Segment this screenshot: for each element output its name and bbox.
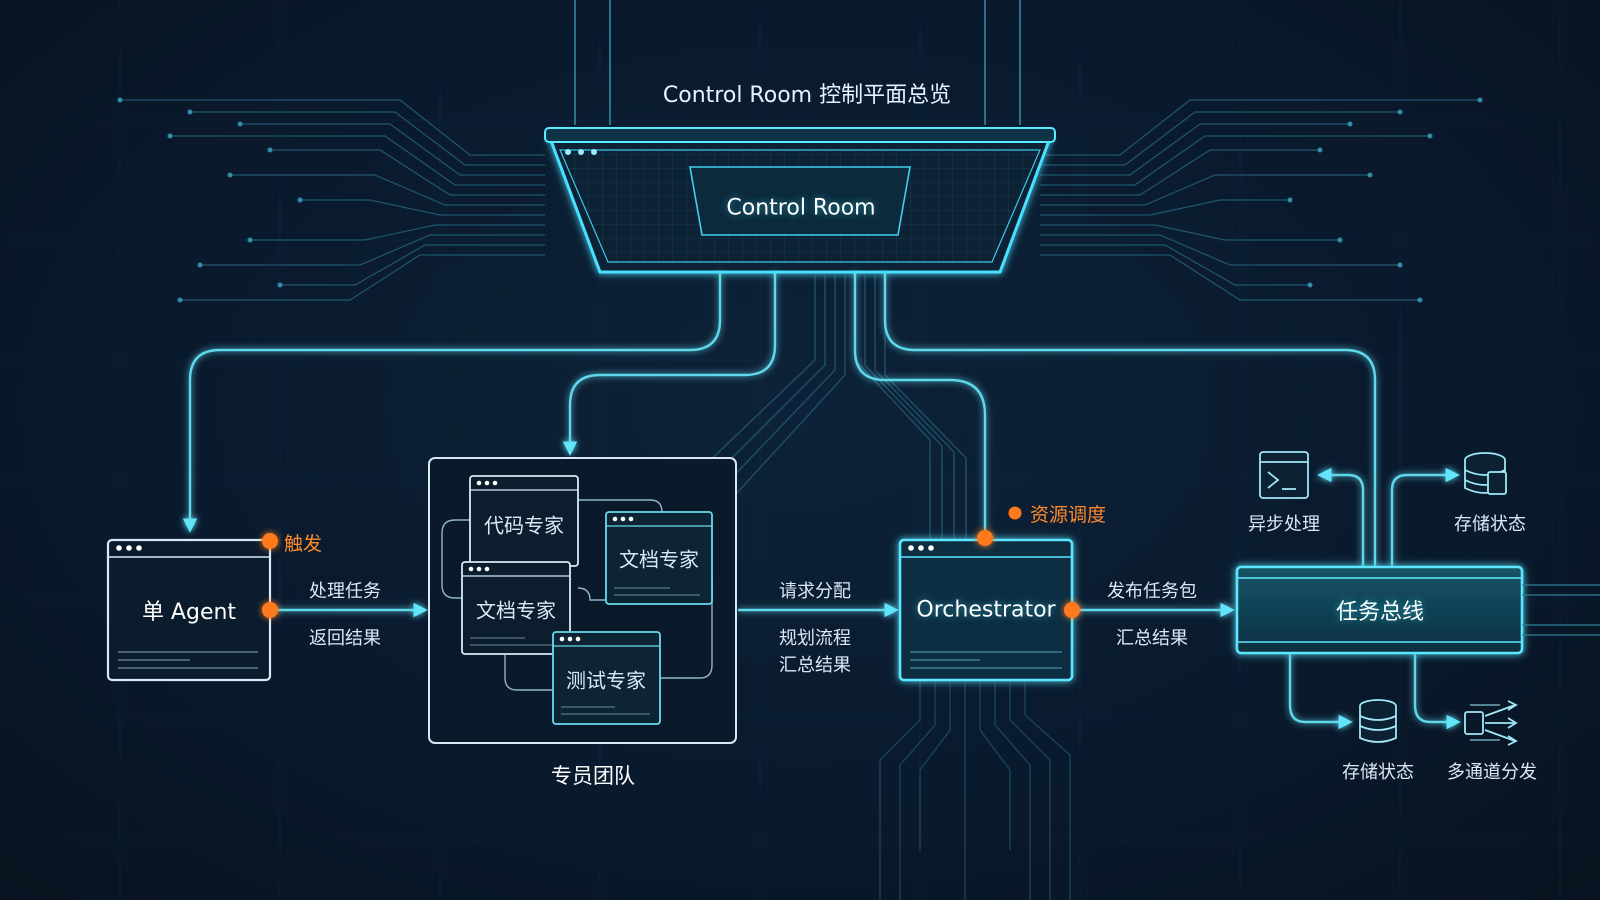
orchestrator-window[interactable] — [898, 538, 1074, 682]
trigger-dot — [262, 533, 278, 549]
edge-label-return-result: 返回结果 — [309, 628, 381, 649]
edge-cr-to-orch — [853, 272, 987, 530]
multichannel-dispatch-label: 多通道分发 — [1447, 762, 1537, 783]
team-member-code-expert: 代码专家 — [484, 513, 564, 538]
orchestrator-label: Orchestrator — [916, 597, 1056, 623]
connectors — [182, 272, 1461, 730]
trigger-label: 触发 — [284, 533, 323, 555]
storage-db-icon-top — [1464, 452, 1507, 495]
orange-dots — [262, 506, 1080, 618]
edge-bus-to-multichannel — [1413, 652, 1461, 730]
team-member-test-expert: 测试专家 — [566, 668, 646, 693]
window-dot-icon — [565, 149, 571, 155]
control-room-panel[interactable] — [544, 127, 1056, 274]
single-agent-label: 单 Agent — [141, 600, 237, 625]
code-expert-window[interactable] — [469, 475, 579, 567]
storage-state-bottom-label: 存储状态 — [1342, 762, 1414, 783]
storage-db-icon-bottom — [1359, 699, 1397, 743]
resource-dot — [977, 530, 993, 546]
edge-label-process-task: 处理任务 — [309, 581, 381, 602]
page-title: Control Room 控制平面总览 — [662, 83, 952, 108]
window-dot-icon — [578, 149, 584, 155]
edge-label-summarize-result-2: 汇总结果 — [1116, 628, 1188, 649]
test-expert-window[interactable] — [552, 631, 661, 725]
resource-scheduling-label: 资源调度 — [1030, 504, 1107, 526]
edge-bus-to-storage-top — [1390, 467, 1460, 568]
edge-cr-to-team — [562, 272, 777, 456]
circuit-traces-right — [1040, 99, 1480, 301]
task-bus-label: 任务总线 — [1335, 600, 1425, 625]
edge-bus-to-async — [1317, 467, 1365, 568]
circuit-traces-left — [120, 99, 545, 301]
doc-expert-window-left[interactable] — [461, 561, 571, 655]
multichannel-icon — [1464, 700, 1518, 746]
circuit-dots — [117, 97, 1483, 303]
edge-bus-to-storage-bottom — [1288, 652, 1353, 730]
storage-state-top-label: 存储状态 — [1454, 514, 1526, 535]
center-trace-bundle — [699, 275, 967, 560]
doc-expert-window-right[interactable] — [605, 511, 713, 605]
control-room-label: Control Room — [726, 195, 876, 221]
agent-output-dot — [262, 602, 278, 618]
edge-label-publish-package: 发布任务包 — [1107, 581, 1197, 602]
edge-cr-to-bus — [883, 272, 1377, 568]
edge-cr-to-agent — [182, 272, 722, 533]
hanging-cables — [574, 0, 1021, 125]
edge-label-plan-flow: 规划流程 — [779, 628, 851, 649]
edge-label-request-assign: 请求分配 — [779, 581, 851, 602]
bottom-trace-bundle — [879, 680, 1071, 900]
team-member-doc-expert-right: 文档专家 — [619, 547, 699, 572]
terminal-icon — [1259, 451, 1309, 499]
window-dot-icon — [591, 149, 597, 155]
async-processing-label: 异步处理 — [1248, 514, 1320, 535]
task-bus[interactable] — [1235, 565, 1600, 655]
single-agent-window[interactable] — [106, 538, 272, 682]
team-member-doc-expert-left: 文档专家 — [476, 598, 556, 623]
resource-legend-dot — [1008, 506, 1022, 520]
orch-output-dot — [1064, 602, 1080, 618]
specialist-team-label: 专员团队 — [551, 764, 635, 788]
edge-label-summarize-result: 汇总结果 — [779, 655, 851, 676]
